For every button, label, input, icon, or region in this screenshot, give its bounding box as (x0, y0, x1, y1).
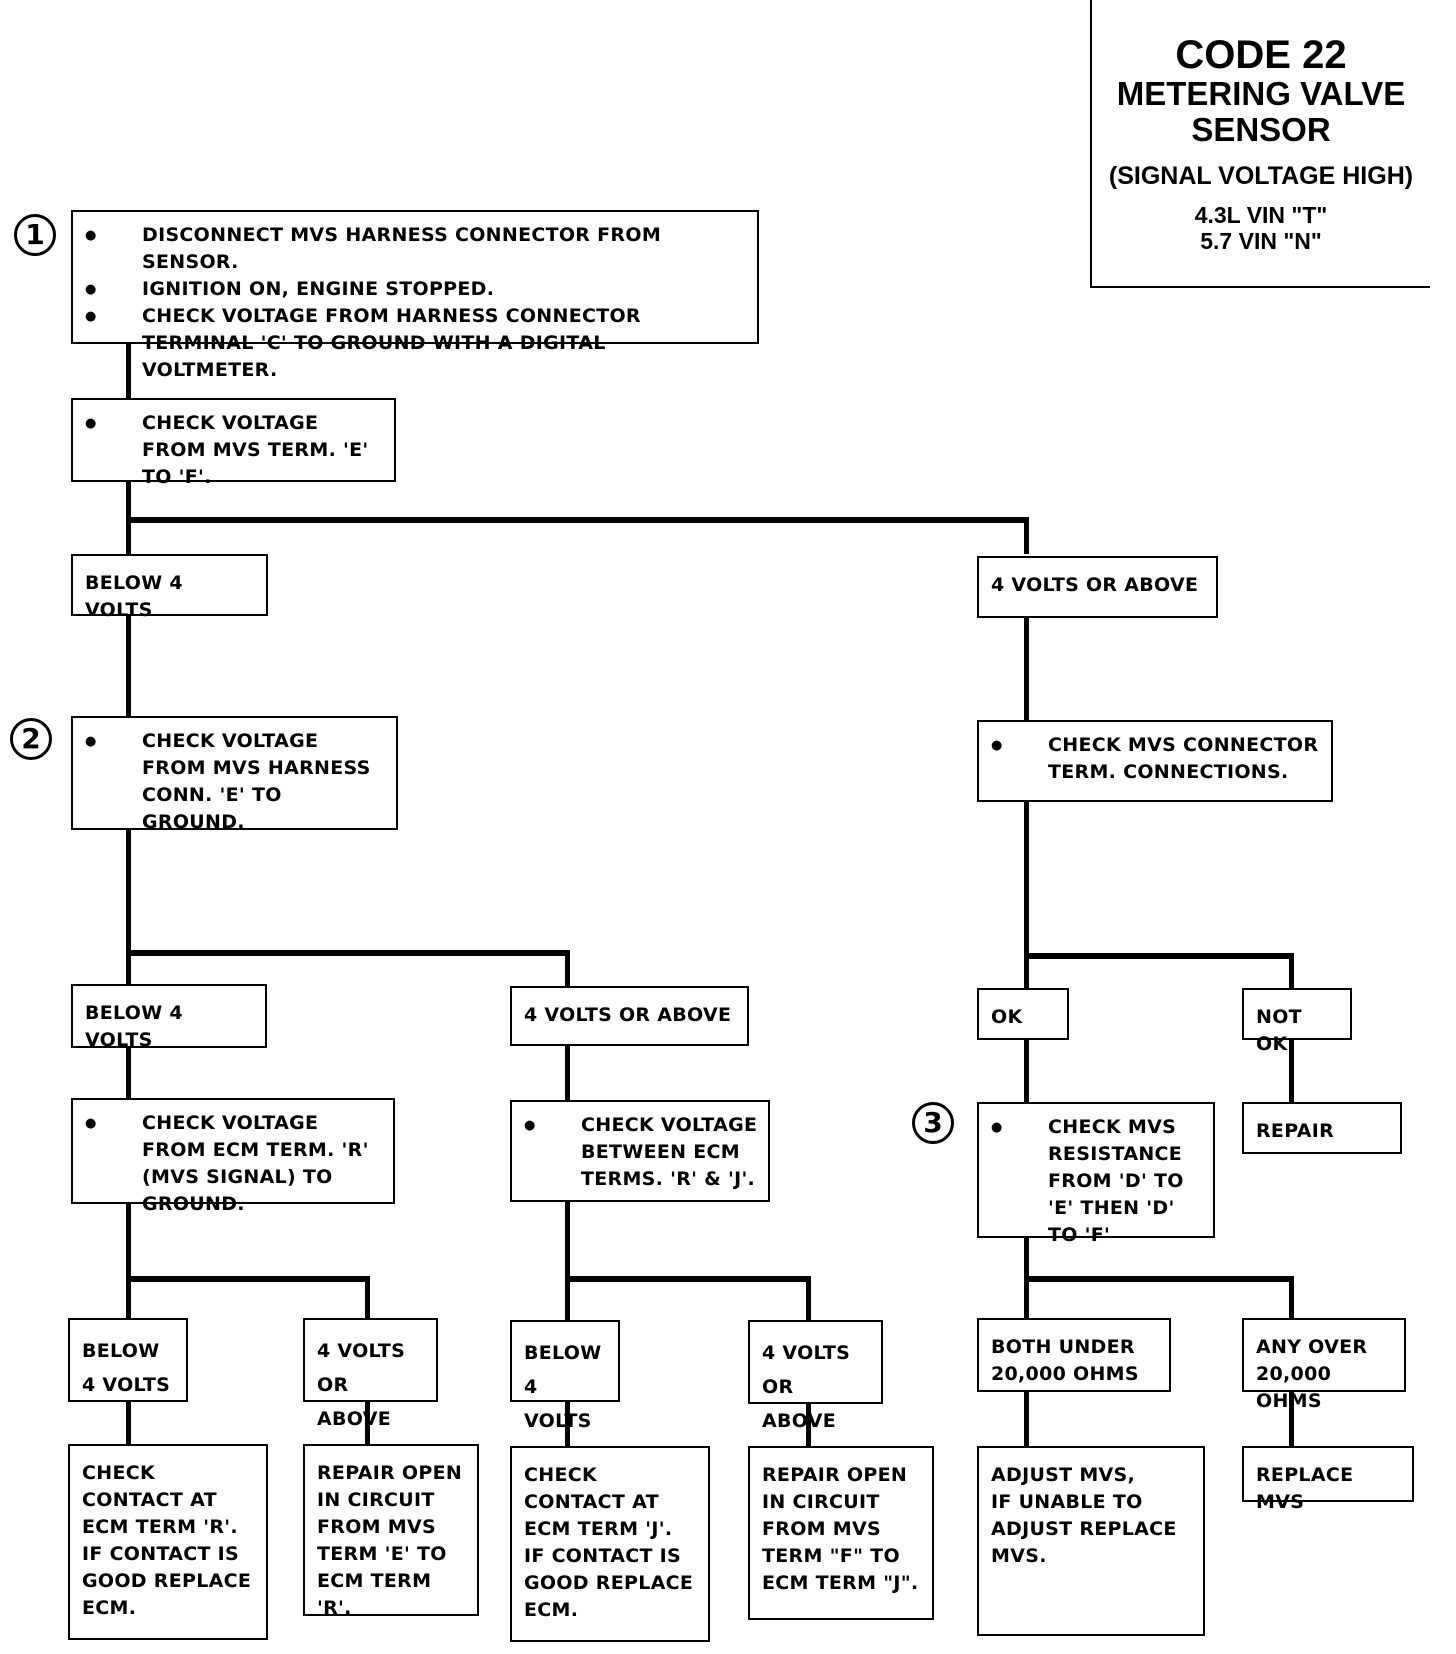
connector-line (565, 1202, 570, 1322)
connector-line (365, 1276, 370, 1320)
connector-line (1024, 517, 1029, 554)
vin-text: 4.3L VIN "T" 5.7 VIN "N" (1194, 202, 1328, 254)
outcome-4v-or-above: 4 VOLTS OR ABOVE (748, 1320, 883, 1432)
connector-line (126, 616, 131, 720)
result-repair-open-f-j: REPAIR OPEN IN CIRCUIT FROM MVS TERM "F"… (748, 1446, 934, 1620)
connector-line (126, 830, 131, 992)
connector-line (565, 950, 570, 992)
connector-line (126, 1402, 131, 1444)
outcome-both-under-20000: BOTH UNDER 20,000 OHMS (977, 1318, 1171, 1392)
check-connector-text: CHECK MVS CONNECTOR TERM. CONNECTIONS. (991, 732, 1321, 786)
connector-line (806, 1276, 811, 1322)
check-r-j-box: CHECK VOLTAGE BETWEEN ECM TERMS. 'R' & '… (510, 1100, 770, 1202)
connector-line (1024, 1276, 1294, 1282)
connector-line (126, 950, 570, 956)
step1-box: DISCONNECT MVS HARNESS CONNECTOR FROM SE… (71, 210, 759, 381)
condition-text: (SIGNAL VOLTAGE HIGH) (1108, 162, 1414, 190)
outcome-below-4v: BELOW 4 VOLTS (71, 984, 267, 1051)
connector-line (1024, 1392, 1029, 1446)
code-number: CODE 22 (1175, 33, 1347, 77)
connector-line (126, 517, 1029, 523)
step1-item: CHECK VOLTAGE FROM HARNESS CONNECTOR TER… (85, 303, 747, 384)
connector-line (806, 1404, 811, 1446)
result-replace-ecm-r: CHECK CONTACT AT ECM TERM 'R'. IF CONTAC… (68, 1444, 268, 1640)
sensor-name-line1: METERING VALVE (1116, 75, 1406, 112)
title-block: CODE 22 METERING VALVE SENSOR (SIGNAL VO… (1090, 0, 1430, 288)
check-r-j-text: CHECK VOLTAGE BETWEEN ECM TERMS. 'R' & '… (524, 1112, 758, 1193)
connector-line (1289, 1392, 1294, 1446)
step1-item: IGNITION ON, ENGINE STOPPED. (85, 276, 747, 303)
connector-line (1024, 953, 1294, 959)
check-ecm-r-text: CHECK VOLTAGE FROM ECM TERM. 'R' (MVS SI… (85, 1110, 383, 1218)
sensor-name-line2: SENSOR (1191, 111, 1331, 148)
step2-box: CHECK VOLTAGE FROM MVS HARNESS CONN. 'E'… (71, 716, 398, 833)
outcome-not-ok: NOT OK (1242, 988, 1352, 1055)
result-replace-ecm-j: CHECK CONTACT AT ECM TERM 'J'. IF CONTAC… (510, 1446, 710, 1642)
step3-box: CHECK MVS RESISTANCE FROM 'D' TO 'E' THE… (977, 1102, 1215, 1246)
outcome-below-4v: BELOW 4 VOLTS (68, 1318, 188, 1402)
outcome-any-over-20000: ANY OVER 20,000 OHMS (1242, 1318, 1406, 1412)
result-replace-mvs: REPLACE MVS (1242, 1446, 1414, 1513)
check-e-f-text: CHECK VOLTAGE FROM MVS TERM. 'E' TO 'F'. (85, 410, 384, 491)
connector-line (565, 1276, 811, 1282)
outcome-4v-or-above: 4 VOLTS OR ABOVE (977, 556, 1218, 618)
step-number-1: 1 (14, 214, 56, 256)
connector-line (1024, 1040, 1029, 1102)
step2-text: CHECK VOLTAGE FROM MVS HARNESS CONN. 'E'… (85, 728, 386, 836)
connector-line (1289, 953, 1294, 994)
connector-line (1289, 1040, 1294, 1102)
check-connector-box: CHECK MVS CONNECTOR TERM. CONNECTIONS. (977, 720, 1333, 802)
outcome-below-4v: BELOW 4 VOLTS (510, 1320, 620, 1432)
outcome-ok: OK (977, 988, 1069, 1040)
result-repair-open-e-r: REPAIR OPEN IN CIRCUIT FROM MVS TERM 'E'… (303, 1444, 479, 1619)
outcome-4v-or-above: 4 VOLTS OR ABOVE (303, 1318, 438, 1430)
result-adjust-mvs: ADJUST MVS, IF UNABLE TO ADJUST REPLACE … (977, 1446, 1205, 1636)
connector-line (1024, 802, 1029, 994)
connector-line (126, 1048, 131, 1102)
connector-line (126, 1276, 370, 1282)
step1-item: DISCONNECT MVS HARNESS CONNECTOR FROM SE… (85, 222, 747, 276)
step-number-3: 3 (912, 1102, 954, 1144)
check-e-f-box: CHECK VOLTAGE FROM MVS TERM. 'E' TO 'F'. (71, 398, 396, 488)
outcome-below-4v: BELOW 4 VOLTS (71, 554, 268, 621)
connector-line (365, 1402, 370, 1444)
connector-line (1289, 1276, 1294, 1320)
outcome-4v-or-above: 4 VOLTS OR ABOVE (510, 986, 749, 1046)
connector-line (1024, 618, 1029, 722)
step3-text: CHECK MVS RESISTANCE FROM 'D' TO 'E' THE… (991, 1114, 1203, 1249)
connector-line (126, 1204, 131, 1320)
connector-line (565, 1046, 570, 1102)
connector-line (565, 1402, 570, 1446)
step-number-2: 2 (10, 718, 52, 760)
check-ecm-r-box: CHECK VOLTAGE FROM ECM TERM. 'R' (MVS SI… (71, 1098, 395, 1215)
repair-box: REPAIR (1242, 1102, 1402, 1154)
